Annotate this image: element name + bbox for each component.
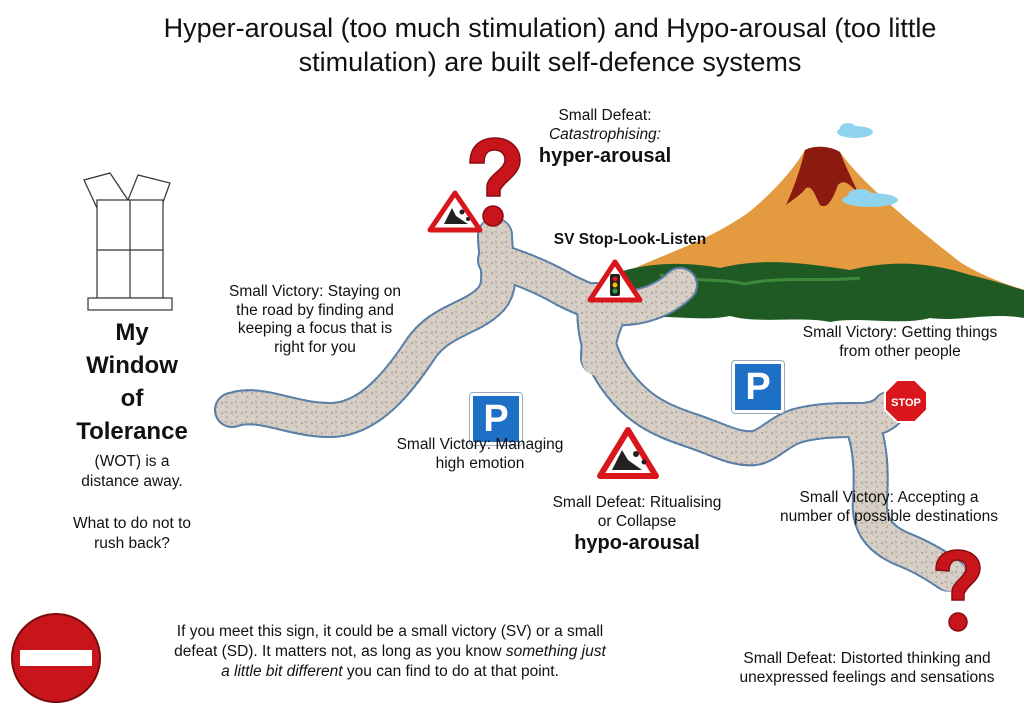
- label-line: keeping a focus that is: [237, 320, 393, 338]
- wot-sub-line: distance away.: [81, 473, 183, 491]
- question-mark-icon: [469, 137, 521, 227]
- label-line: right for you: [274, 338, 356, 356]
- wot-question-line: rush back?: [94, 535, 170, 553]
- parking-sign-icon: P: [469, 392, 523, 446]
- title-line-1: Hyper-arousal (too much stimulation) and…: [163, 13, 937, 43]
- accepting-destinations-label: Small Victory: Accepting a number of pos…: [758, 489, 1020, 526]
- getting-things-label: Small Victory: Getting things from other…: [780, 324, 1020, 361]
- legend-emphasis: a little bit different: [221, 663, 343, 681]
- distorted-thinking-label: Small Defeat: Distorted thinking and une…: [714, 650, 1020, 687]
- stop-sign-text: STOP: [891, 397, 921, 409]
- label-line-emphasis: hypo-arousal: [574, 532, 700, 555]
- title-line-2: stimulation) are built self-defence syst…: [298, 46, 802, 77]
- managing-emotion-label: Small Victory: Managing high emotion: [380, 436, 580, 473]
- hypo-arousal-label: Small Defeat: Ritualising or Collapse hy…: [527, 494, 747, 555]
- rockfall-warning-icon: [427, 190, 483, 233]
- wot-sub-line: (WOT) is a: [94, 453, 170, 470]
- hyper-arousal-label: Small Defeat: Catastrophising: hyper-aro…: [520, 107, 690, 168]
- label-line-emphasis: hyper-arousal: [538, 145, 672, 168]
- legend-text: defeat (SD). It matters not, as long as …: [174, 643, 506, 661]
- question-mark-icon: [935, 549, 981, 632]
- label-line: the road by finding and: [236, 301, 394, 319]
- label-line: Small Victory: Staying on: [228, 283, 401, 300]
- cloud-icon: [842, 189, 898, 207]
- window-icon: [83, 172, 173, 311]
- label-line: number of possible destinations: [780, 507, 998, 525]
- window-of-tolerance-heading: My Window of Tolerance: [50, 316, 214, 448]
- label-line: Small Victory: Getting things: [802, 324, 998, 341]
- legend-line: a little bit different you can find to d…: [120, 662, 660, 682]
- wot-line: My: [115, 319, 149, 346]
- label-line: high emotion: [435, 454, 525, 472]
- label-line: Small Defeat:: [558, 107, 652, 124]
- page-title: Hyper-arousal (too much stimulation) and…: [100, 12, 1000, 80]
- label-line: Small Victory: Managing: [396, 436, 564, 453]
- label-line: or Collapse: [597, 512, 677, 530]
- no-entry-sign-icon: [11, 613, 101, 703]
- wot-distance-note: (WOT) is a distance away.: [50, 452, 214, 492]
- label-line: unexpressed feelings and sensations: [739, 668, 995, 686]
- staying-on-road-label: Small Victory: Staying on the road by fi…: [215, 283, 415, 357]
- stop-look-listen-label: SV Stop-Look-Listen: [553, 231, 707, 248]
- no-entry-legend: If you meet this sign, it could be a sma…: [120, 622, 660, 682]
- parking-sign-icon: P: [731, 360, 785, 414]
- cloud-icon: [837, 123, 873, 138]
- wot-line: Window: [86, 352, 178, 380]
- wot-question: What to do not to rush back?: [50, 514, 214, 554]
- legend-emphasis: something just: [505, 643, 606, 661]
- label-line: Catastrophising:: [548, 125, 661, 143]
- label-line: Small Victory: Accepting a: [799, 489, 979, 506]
- label-line: Small Defeat: Distorted thinking and: [743, 650, 991, 667]
- legend-line: defeat (SD). It matters not, as long as …: [120, 642, 660, 662]
- volcano-icon: [620, 146, 1024, 322]
- stop-sign-icon: STOP: [884, 379, 928, 423]
- legend-line: If you meet this sign, it could be a sma…: [176, 623, 604, 640]
- traffic-light-warning-icon: [587, 259, 643, 303]
- wot-line: of: [120, 385, 144, 413]
- legend-text: you can find to do at that point.: [342, 663, 559, 681]
- label-line: Small Defeat: Ritualising: [552, 494, 722, 511]
- wot-line: Tolerance: [76, 418, 188, 446]
- wot-question-line: What to do not to: [72, 515, 192, 532]
- rockfall-warning-icon: [597, 427, 659, 479]
- label-line: from other people: [839, 342, 961, 360]
